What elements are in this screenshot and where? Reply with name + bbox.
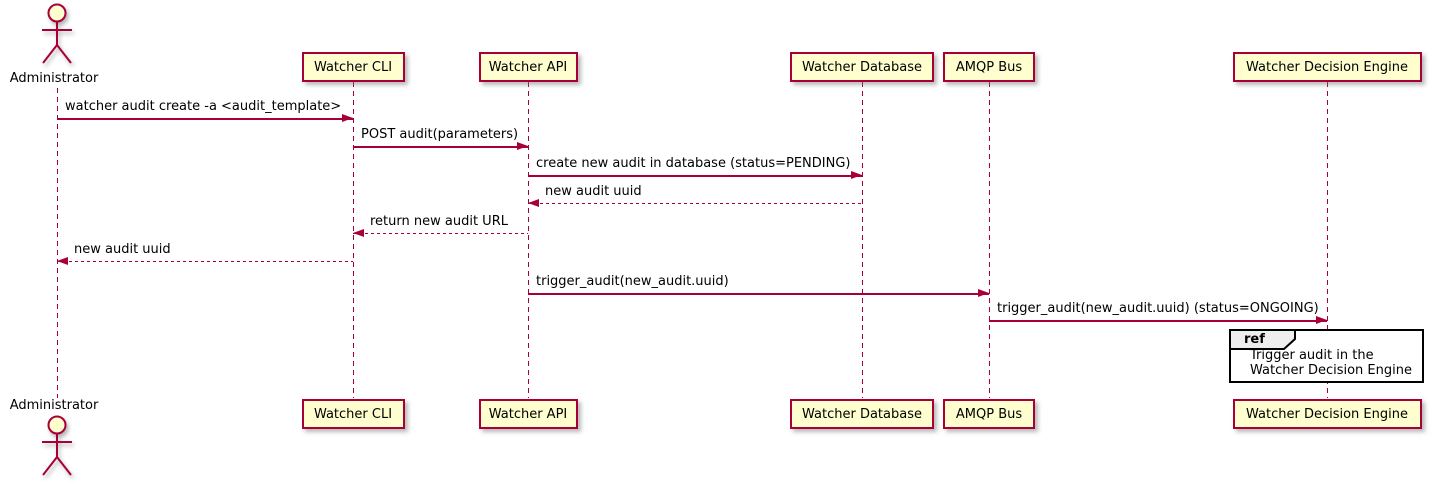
message-label-3: create new audit in database (status=PEN… bbox=[536, 156, 851, 171]
ref-text-line-2: Watcher Decision Engine bbox=[1250, 363, 1412, 378]
message-arrowhead-6-icon bbox=[57, 257, 68, 265]
message-line-6 bbox=[57, 261, 353, 262]
ref-tag-label: ref bbox=[1244, 332, 1265, 347]
message-line-2 bbox=[353, 146, 528, 148]
message-label-2: POST audit(parameters) bbox=[361, 127, 519, 142]
message-label-6: new audit uuid bbox=[74, 242, 171, 257]
participant-watcher-api-bottom: Watcher API bbox=[478, 399, 578, 429]
ref-tag-icon bbox=[1229, 329, 1299, 351]
lifeline-watcher-api bbox=[528, 82, 529, 398]
message-line-1 bbox=[57, 118, 353, 120]
actor-label-administrator-bottom: Administrator bbox=[9, 398, 99, 413]
actor-label-administrator-top: Administrator bbox=[9, 71, 99, 86]
message-label-7: trigger_audit(new_audit.uuid) bbox=[536, 274, 729, 289]
participant-watcher-cli-bottom: Watcher CLI bbox=[301, 399, 405, 429]
actor-figure-administrator-bottom bbox=[37, 414, 77, 478]
actor-figure-administrator-top bbox=[37, 2, 77, 66]
message-label-1: watcher audit create -a <audit_template> bbox=[65, 99, 342, 114]
lifeline-watcher-database bbox=[862, 82, 863, 398]
message-arrowhead-4-icon bbox=[528, 199, 539, 207]
message-line-5 bbox=[353, 233, 528, 234]
participant-watcher-decision-engine-top: Watcher Decision Engine bbox=[1232, 52, 1422, 82]
participant-watcher-api-top: Watcher API bbox=[478, 52, 578, 82]
ref-text-line-1: Trigger audit in the bbox=[1250, 348, 1374, 363]
message-line-8 bbox=[989, 320, 1327, 322]
lifeline-administrator bbox=[57, 88, 58, 398]
message-arrowhead-5-icon bbox=[353, 229, 364, 237]
message-label-8: trigger_audit(new_audit.uuid) (status=ON… bbox=[997, 301, 1319, 316]
message-arrowhead-8-icon bbox=[1316, 316, 1327, 324]
message-line-7 bbox=[528, 293, 989, 295]
message-arrowhead-7-icon bbox=[978, 289, 989, 297]
message-arrowhead-3-icon bbox=[851, 171, 862, 179]
message-arrowhead-2-icon bbox=[517, 142, 528, 150]
participant-watcher-decision-engine-bottom: Watcher Decision Engine bbox=[1232, 399, 1422, 429]
participant-watcher-database-bottom: Watcher Database bbox=[790, 399, 934, 429]
lifeline-watcher-cli bbox=[353, 82, 354, 398]
message-line-4 bbox=[528, 203, 862, 204]
lifeline-watcher-decision-engine bbox=[1327, 82, 1328, 398]
participant-watcher-database-top: Watcher Database bbox=[790, 52, 934, 82]
participant-watcher-cli-top: Watcher CLI bbox=[301, 52, 405, 82]
message-line-3 bbox=[528, 175, 862, 177]
lifeline-amqp-bus bbox=[989, 82, 990, 398]
message-label-5: return new audit URL bbox=[370, 214, 508, 229]
message-arrowhead-1-icon bbox=[342, 114, 353, 122]
actor-stick-figure-icon bbox=[42, 415, 72, 476]
participant-amqp-bus-bottom: AMQP Bus bbox=[943, 399, 1035, 429]
message-label-4: new audit uuid bbox=[545, 184, 642, 199]
participant-amqp-bus-top: AMQP Bus bbox=[943, 52, 1035, 82]
actor-stick-figure-icon bbox=[42, 3, 72, 64]
